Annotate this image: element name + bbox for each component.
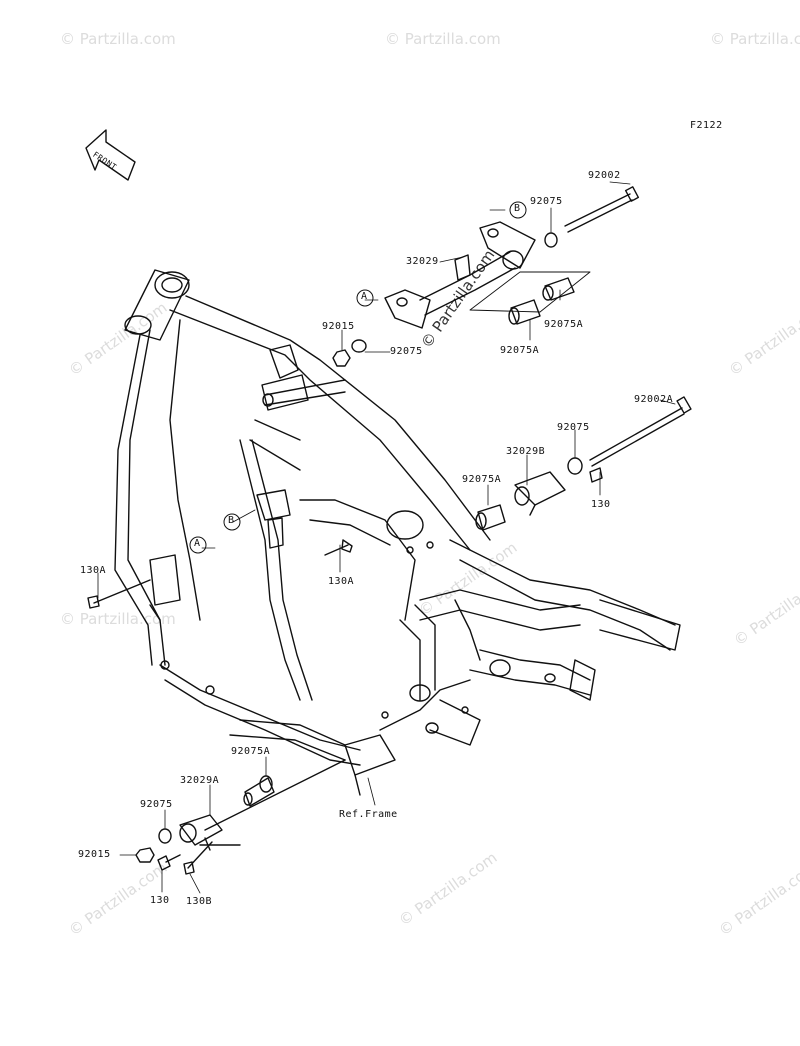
rear-engine-mount-group [87,396,692,609]
part-label[interactable]: 130 [150,895,170,906]
part-label[interactable]: 32029A [180,775,220,786]
watermark: © Partzilla.com [385,30,501,48]
motorcycle-frame [114,269,681,796]
front-arrow-icon [85,129,136,181]
watermark: © Partzilla.com [710,30,800,48]
part-label[interactable]: 92075 [530,196,563,207]
front-engine-mount-group [332,186,640,367]
part-label[interactable]: 92075A [500,345,540,356]
callout-b-top [509,201,527,219]
part-label[interactable]: 130A [80,565,107,576]
diagram-code: F2122 [690,120,723,131]
callout-a-top [356,289,374,307]
part-label[interactable]: 130 [591,499,611,510]
leader-lines [97,181,676,894]
part-label[interactable]: 92075 [390,346,423,357]
part-label[interactable]: 92075 [557,422,590,433]
part-label[interactable]: 92075 [140,799,173,810]
part-label[interactable]: 92002 [588,170,621,181]
lower-engine-mount-group [135,759,346,875]
callout-letter-b: B [228,515,235,526]
part-label[interactable]: 32029B [506,446,546,457]
part-label[interactable]: 130B [186,896,213,907]
part-label[interactable]: 92015 [78,849,111,860]
callout-letter-b: B [514,203,521,214]
callout-a-frame [189,536,207,554]
part-label[interactable]: 92075A [231,746,271,757]
part-label[interactable]: 92002A [634,394,674,405]
part-label[interactable]: 32029 [406,256,439,267]
part-label[interactable]: 92075A [462,474,502,485]
callout-b-frame [223,513,241,531]
callout-letter-a: A [361,291,368,302]
callout-markers [189,201,527,554]
part-label[interactable]: 92015 [322,321,355,332]
watermark: © Partzilla.com [60,30,176,48]
callout-letter-a: A [194,538,201,549]
ref-frame-label: Ref.Frame [339,809,398,820]
part-label[interactable]: 92075A [544,319,584,330]
part-label[interactable]: 130A [328,576,355,587]
